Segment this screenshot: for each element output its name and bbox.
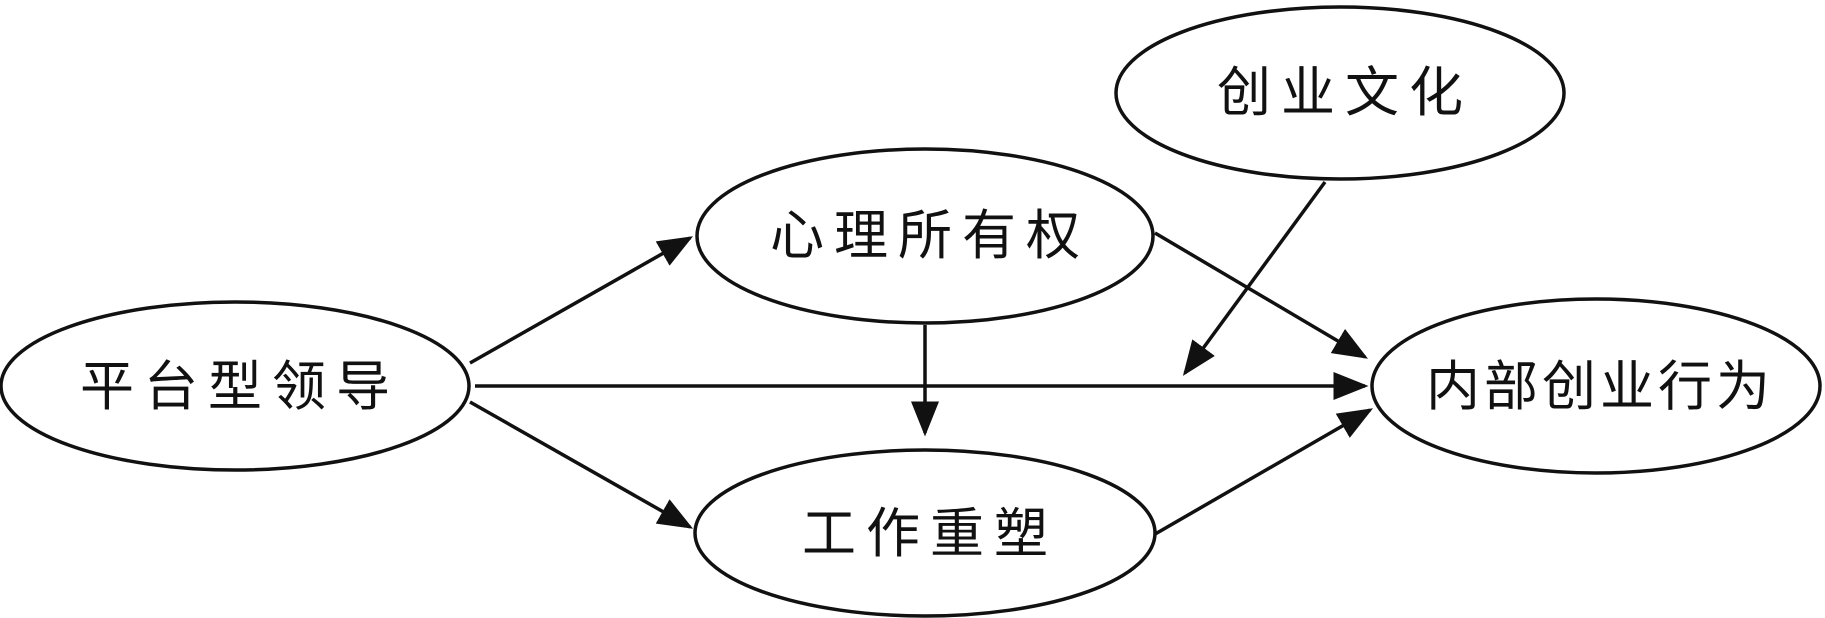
node-intrapreneurial-behavior: 内部创业行为 <box>1370 297 1822 475</box>
arrow-platform-leadership-to-job-crafting <box>469 400 694 529</box>
arrow-psychological-ownership-to-intrapreneurial-behavior <box>1154 231 1369 359</box>
node-label-intrapreneurial-behavior: 内部创业行为 <box>1426 355 1774 418</box>
node-label-psychological-ownership: 心理所有权 <box>770 204 1090 267</box>
node-job-crafting: 工作重塑 <box>693 448 1157 618</box>
node-ellipse <box>695 147 1155 325</box>
node-platform-leadership: 平台型领导 <box>0 300 471 472</box>
node-label-platform-leadership: 平台型领导 <box>80 355 400 418</box>
arrow-entrepreneurial-culture-moderation <box>1182 180 1327 376</box>
node-ellipse <box>0 300 471 472</box>
node-label-job-crafting: 工作重塑 <box>802 502 1058 565</box>
node-ellipse <box>693 448 1157 618</box>
arrow-job-crafting-to-intrapreneurial-behavior <box>1149 408 1374 539</box>
node-ellipse <box>1370 297 1822 475</box>
node-label-entrepreneurial-culture: 创业文化 <box>1217 61 1473 124</box>
node-psychological-ownership: 心理所有权 <box>695 147 1155 325</box>
arrow-platform-leadership-to-psychological-ownership <box>469 236 694 365</box>
node-entrepreneurial-culture: 创业文化 <box>1114 5 1566 181</box>
edges <box>469 180 1374 539</box>
node-ellipse <box>1114 5 1566 181</box>
